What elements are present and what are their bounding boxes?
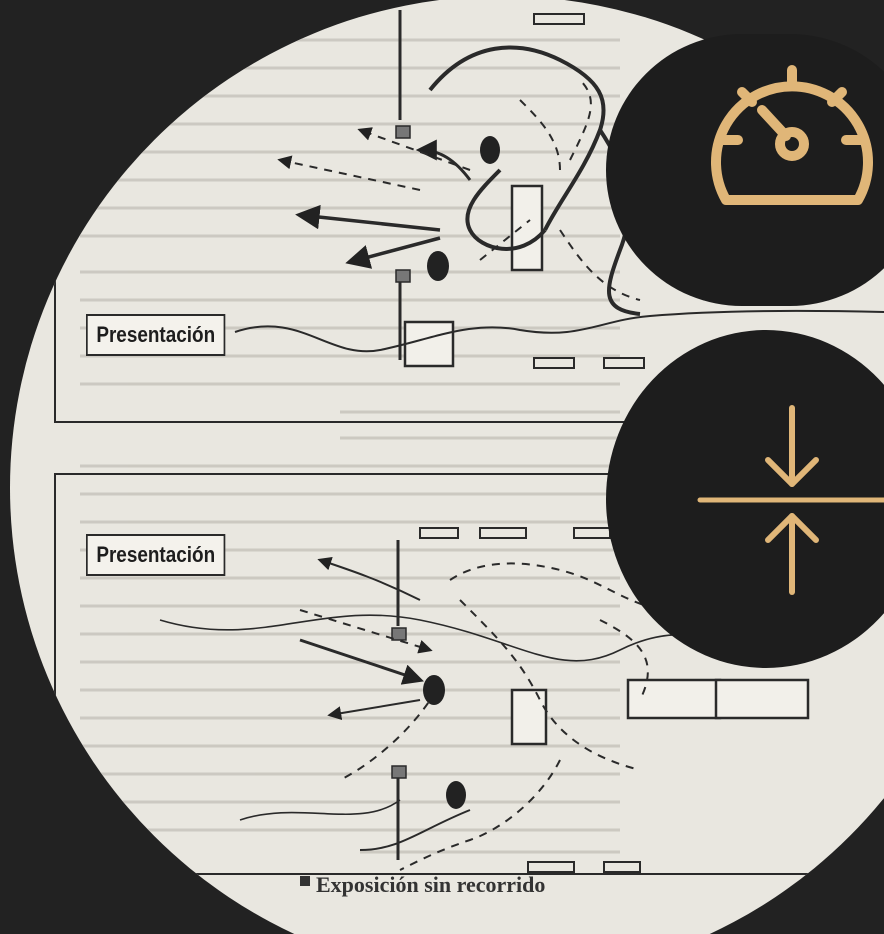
presentation-label-upper: Presentación: [86, 314, 225, 356]
presentation-label-lower: Presentación: [86, 534, 225, 576]
caption-area: Exposición sin recorrido: [300, 872, 545, 897]
caption-text: Exposición sin recorrido: [316, 872, 545, 897]
speed-panel: [606, 34, 884, 306]
